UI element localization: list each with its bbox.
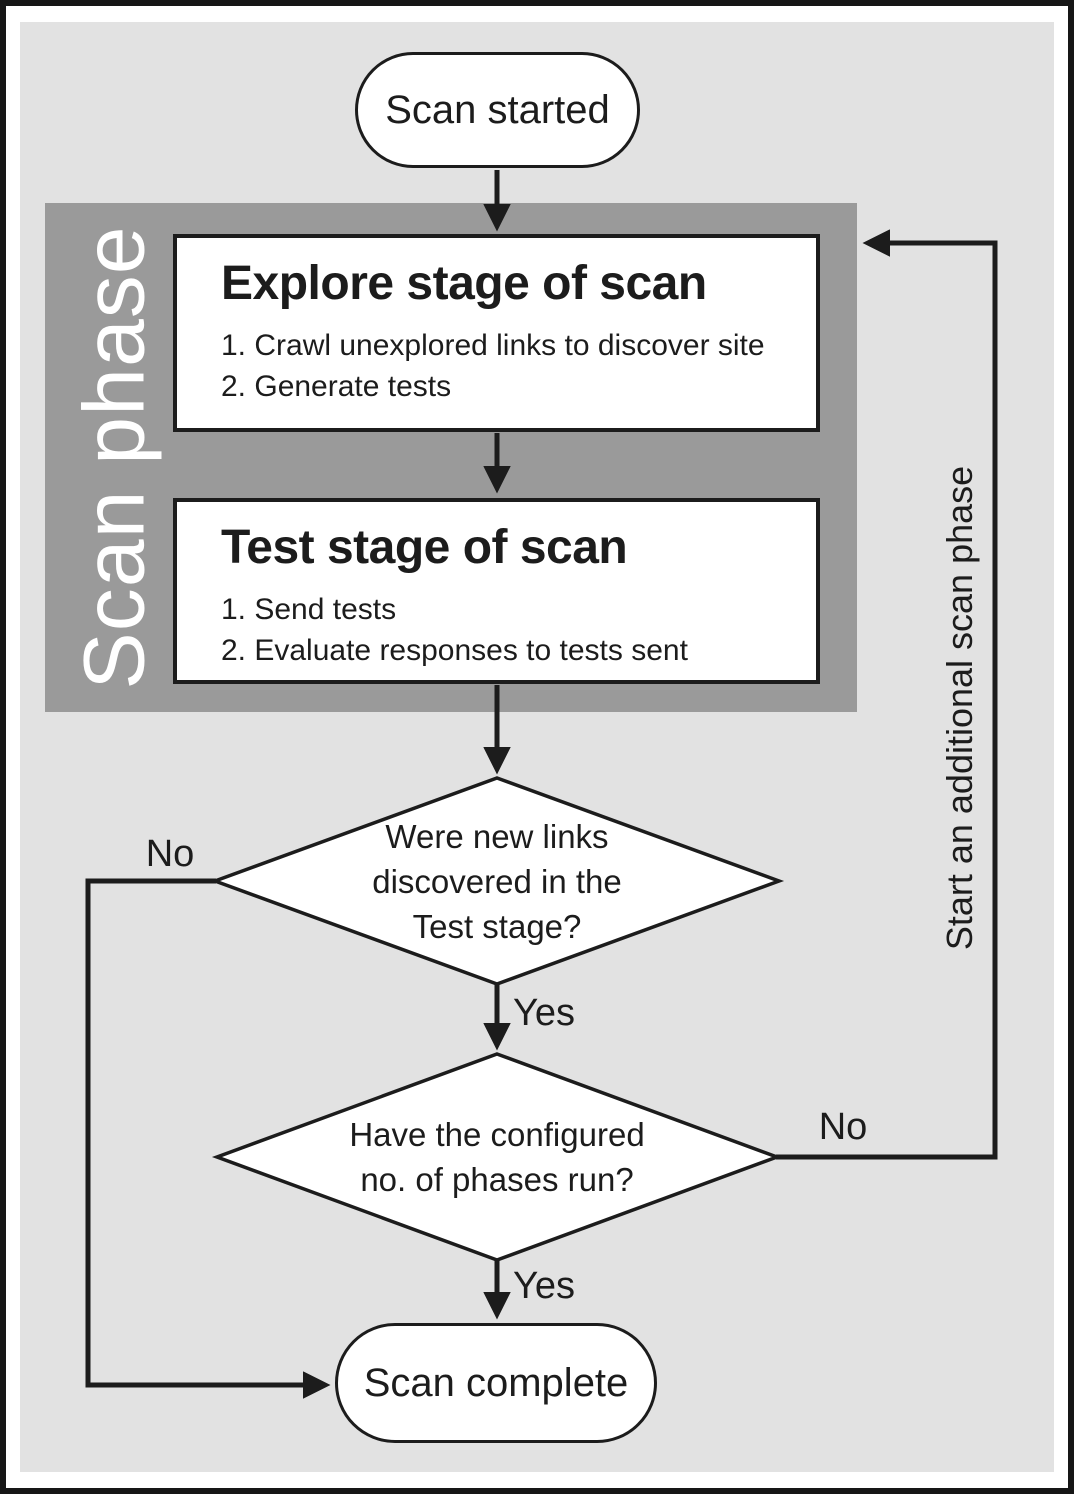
start-node-label: Scan started	[385, 87, 610, 132]
test-stage-title: Test stage of scan	[221, 521, 628, 574]
test-stage-item-1: 1. Send tests	[221, 593, 397, 626]
decision1-line-3: Test stage?	[412, 907, 582, 945]
decision2-text: Have the configured no. of phases run?	[307, 1095, 687, 1219]
explore-stage-item-2: 2. Generate tests	[221, 370, 452, 403]
decision1-line-1: Were new links	[385, 817, 609, 855]
explore-stage-title: Explore stage of scan	[221, 257, 707, 310]
complete-node-label: Scan complete	[363, 1360, 629, 1405]
scan-phase-band-label-wrap: Scan phase	[45, 203, 185, 712]
decision2-line-2: no. of phases run?	[360, 1161, 634, 1198]
loop-label-wrap: Start an additional scan phase	[925, 420, 995, 995]
decision1-yes-label: Yes	[513, 992, 575, 1034]
test-stage-node: Test stage of scan 1. Send tests 2. Eval…	[173, 498, 820, 684]
loop-label: Start an additional scan phase	[939, 465, 980, 950]
decision1-text: Were new links discovered in the Test st…	[307, 800, 687, 962]
explore-stage-item-1: 1. Crawl unexplored links to discover si…	[221, 329, 765, 362]
start-node: Scan started	[355, 52, 640, 168]
decision2-yes-label: Yes	[513, 1265, 575, 1307]
decision1-no-label: No	[145, 833, 195, 875]
decision2-no-label: No	[818, 1106, 868, 1148]
decision2-line-1: Have the configured	[349, 1116, 645, 1153]
explore-stage-node: Explore stage of scan 1. Crawl unexplore…	[173, 234, 820, 432]
test-stage-item-2: 2. Evaluate responses to tests sent	[221, 634, 688, 667]
complete-node: Scan complete	[335, 1323, 657, 1443]
decision1-line-2: discovered in the	[372, 862, 622, 900]
scan-phase-band-label: Scan phase	[66, 225, 163, 690]
